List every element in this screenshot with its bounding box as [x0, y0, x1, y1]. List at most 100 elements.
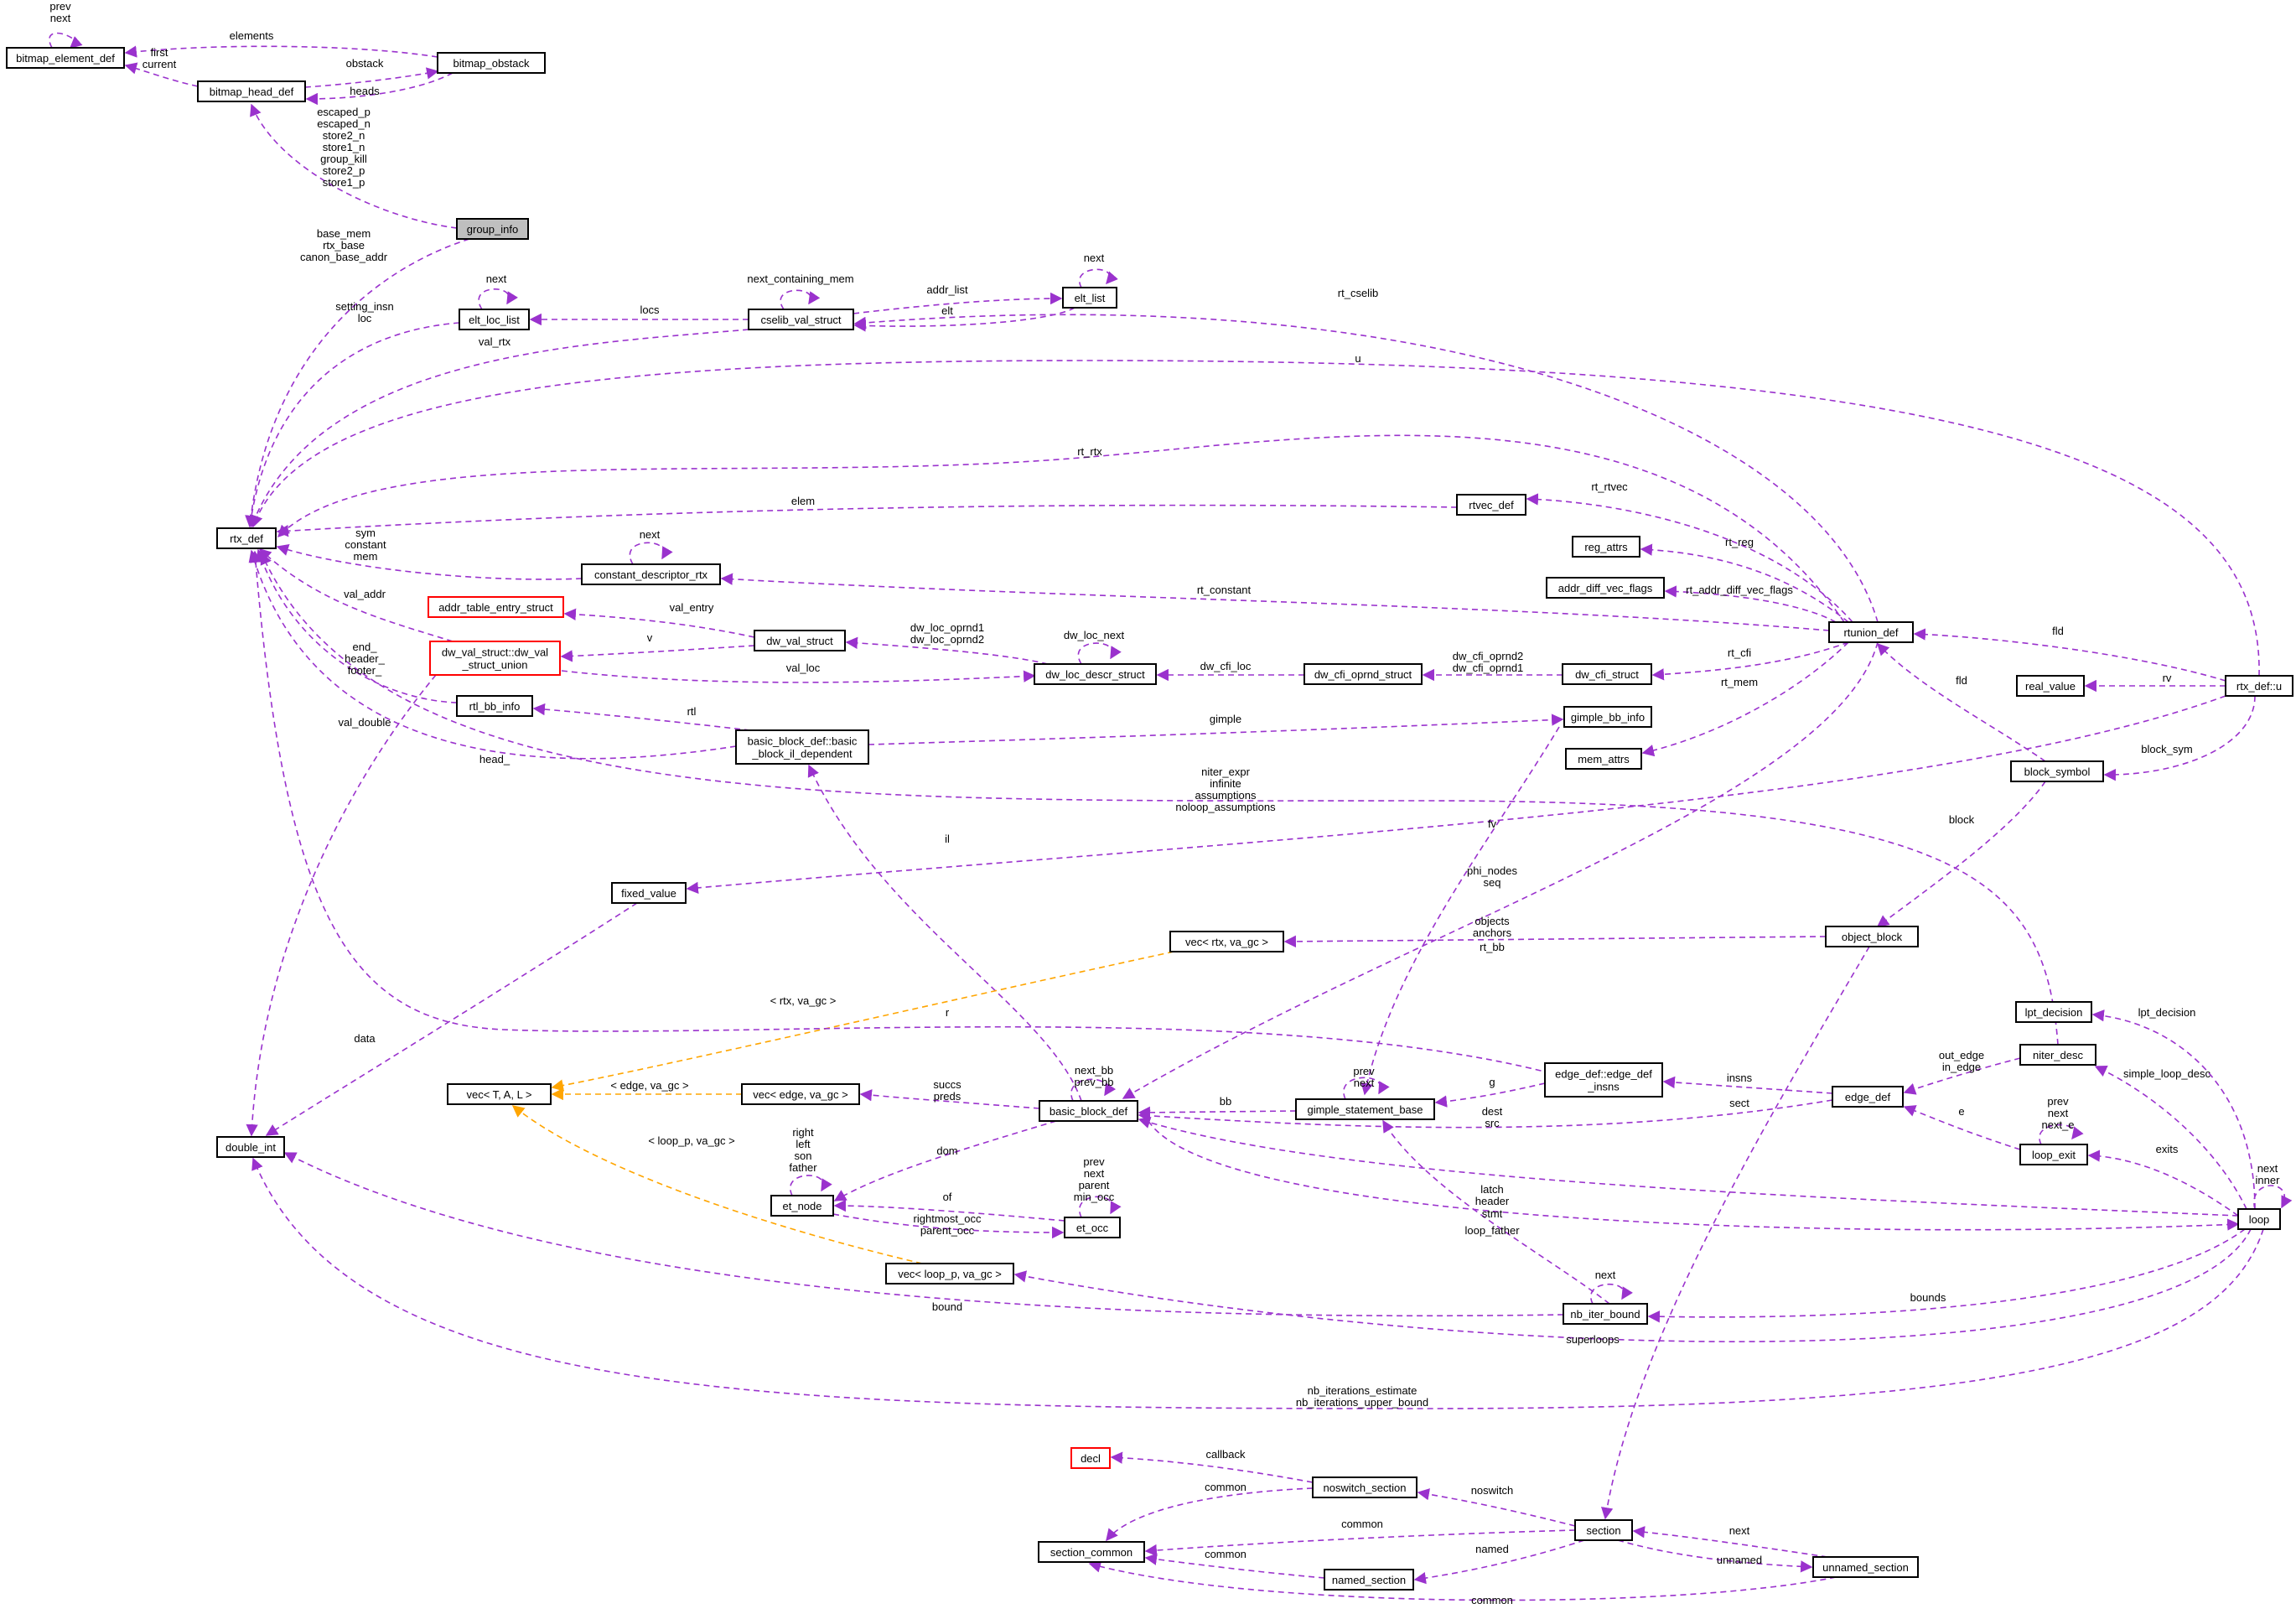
node-dw-cfi-oprnd-struct[interactable]: dw_cfi_oprnd_struct	[1303, 663, 1423, 685]
node-box-reg-attrs[interactable]	[1572, 536, 1640, 558]
node-edge-def-insns[interactable]: edge_def::edge_def_insns	[1544, 1062, 1663, 1098]
node-box-object-block[interactable]	[1825, 926, 1919, 947]
node-lpt-decision[interactable]: lpt_decision	[2015, 1001, 2092, 1023]
node-box-vec-edge[interactable]	[741, 1083, 860, 1105]
node-rtvec-def[interactable]: rtvec_def	[1456, 494, 1526, 516]
node-box-vec-rtx[interactable]	[1169, 931, 1284, 952]
node-box-dw-cfi-oprnd-struct[interactable]	[1303, 663, 1423, 685]
node-noswitch-section[interactable]: noswitch_section	[1312, 1476, 1418, 1498]
node-box-nb-iter-bound[interactable]	[1563, 1303, 1648, 1325]
node-nb-iter-bound[interactable]: nb_iter_bound	[1563, 1303, 1648, 1325]
node-box-rtx-def-u[interactable]	[2225, 675, 2293, 697]
node-elt-loc-list[interactable]: elt_loc_list	[459, 309, 530, 330]
node-box-bitmap-head-def[interactable]	[197, 80, 306, 102]
node-vec-T[interactable]: vec< T, A, L >	[447, 1083, 552, 1105]
node-box-group-info[interactable]	[456, 218, 529, 240]
node-loop[interactable]: loop	[2237, 1208, 2281, 1230]
node-box-dw-cfi-struct[interactable]	[1562, 663, 1652, 685]
node-constant-descriptor-rtx[interactable]: constant_descriptor_rtx	[581, 563, 721, 585]
node-box-gimple-statement-base[interactable]	[1295, 1098, 1435, 1120]
node-basic-block-def[interactable]: basic_block_def	[1039, 1100, 1138, 1122]
node-cselib-val-struct[interactable]: cselib_val_struct	[748, 309, 854, 330]
node-vec-rtx[interactable]: vec< rtx, va_gc >	[1169, 931, 1284, 952]
node-niter-desc[interactable]: niter_desc	[2019, 1044, 2096, 1066]
node-box-addr-diff-vec-flags[interactable]	[1546, 577, 1665, 599]
node-box-vec-loop-p[interactable]	[885, 1263, 1014, 1284]
node-vec-edge[interactable]: vec< edge, va_gc >	[741, 1083, 860, 1105]
node-object-block[interactable]: object_block	[1825, 926, 1919, 947]
node-box-lpt-decision[interactable]	[2015, 1001, 2092, 1023]
node-group-info[interactable]: group_info	[456, 218, 529, 240]
node-box-block-symbol[interactable]	[2010, 760, 2104, 782]
node-rtl-bb-info[interactable]: rtl_bb_info	[456, 695, 533, 717]
node-dw-val-struct-union[interactable]: dw_val_struct::dw_val_struct_union	[429, 641, 561, 676]
node-box-decl[interactable]	[1070, 1447, 1111, 1469]
node-basic-block-il[interactable]: basic_block_def::basic_block_il_dependen…	[735, 729, 869, 765]
node-box-rtl-bb-info[interactable]	[456, 695, 533, 717]
node-bitmap-obstack[interactable]: bitmap_obstack	[437, 52, 546, 74]
node-dw-val-struct[interactable]: dw_val_struct	[754, 630, 846, 651]
node-vec-loop-p[interactable]: vec< loop_p, va_gc >	[885, 1263, 1014, 1284]
node-box-elt-list[interactable]	[1062, 287, 1117, 309]
node-box-niter-desc[interactable]	[2019, 1044, 2096, 1066]
node-box-basic-block-def[interactable]	[1039, 1100, 1138, 1122]
node-box-bitmap-obstack[interactable]	[437, 52, 546, 74]
node-addr-diff-vec-flags[interactable]: addr_diff_vec_flags	[1546, 577, 1665, 599]
node-bitmap-head-def[interactable]: bitmap_head_def	[197, 80, 306, 102]
node-box-named-section[interactable]	[1324, 1569, 1414, 1591]
node-rtx-def-u[interactable]: rtx_def::u	[2225, 675, 2293, 697]
node-dw-cfi-struct[interactable]: dw_cfi_struct	[1562, 663, 1652, 685]
node-mem-attrs[interactable]: mem_attrs	[1565, 748, 1642, 770]
node-dw-loc-descr-struct[interactable]: dw_loc_descr_struct	[1034, 663, 1157, 685]
node-box-dw-val-struct-union[interactable]	[429, 641, 561, 676]
node-reg-attrs[interactable]: reg_attrs	[1572, 536, 1640, 558]
node-box-real-value[interactable]	[2016, 675, 2085, 697]
node-decl[interactable]: decl	[1070, 1447, 1111, 1469]
node-box-constant-descriptor-rtx[interactable]	[581, 563, 721, 585]
node-box-loop[interactable]	[2237, 1208, 2281, 1230]
node-box-vec-T[interactable]	[447, 1083, 552, 1105]
node-box-rtx-def[interactable]	[216, 527, 277, 549]
node-box-section-common[interactable]	[1038, 1541, 1145, 1563]
node-rtx-def[interactable]: rtx_def	[216, 527, 277, 549]
node-edge-def[interactable]: edge_def	[1832, 1086, 1904, 1108]
node-box-elt-loc-list[interactable]	[459, 309, 530, 330]
node-rtunion-def[interactable]: rtunion_def	[1828, 621, 1914, 643]
node-et-occ[interactable]: et_occ	[1064, 1217, 1121, 1238]
node-box-double-int[interactable]	[216, 1136, 285, 1158]
node-named-section[interactable]: named_section	[1324, 1569, 1414, 1591]
node-box-mem-attrs[interactable]	[1565, 748, 1642, 770]
node-box-rtunion-def[interactable]	[1828, 621, 1914, 643]
node-gimple-statement-base[interactable]: gimple_statement_base	[1295, 1098, 1435, 1120]
node-box-unnamed-section[interactable]	[1812, 1556, 1919, 1578]
node-box-basic-block-il[interactable]	[735, 729, 869, 765]
node-loop-exit[interactable]: loop_exit	[2019, 1144, 2088, 1165]
node-fixed-value[interactable]: fixed_value	[611, 882, 687, 904]
node-box-noswitch-section[interactable]	[1312, 1476, 1418, 1498]
node-box-addr-table-entry-struct[interactable]	[428, 596, 564, 618]
node-box-dw-val-struct[interactable]	[754, 630, 846, 651]
node-box-edge-def[interactable]	[1832, 1086, 1904, 1108]
node-et-node[interactable]: et_node	[770, 1195, 834, 1217]
node-bitmap-element-def[interactable]: bitmap_element_def	[6, 47, 125, 69]
node-box-cselib-val-struct[interactable]	[748, 309, 854, 330]
node-box-loop-exit[interactable]	[2019, 1144, 2088, 1165]
node-box-dw-loc-descr-struct[interactable]	[1034, 663, 1157, 685]
node-gimple-bb-info[interactable]: gimple_bb_info	[1563, 706, 1652, 728]
node-section[interactable]: section	[1574, 1519, 1633, 1541]
node-unnamed-section[interactable]: unnamed_section	[1812, 1556, 1919, 1578]
node-section-common[interactable]: section_common	[1038, 1541, 1145, 1563]
node-box-gimple-bb-info[interactable]	[1563, 706, 1652, 728]
node-box-fixed-value[interactable]	[611, 882, 687, 904]
node-elt-list[interactable]: elt_list	[1062, 287, 1117, 309]
node-real-value[interactable]: real_value	[2016, 675, 2085, 697]
node-block-symbol[interactable]: block_symbol	[2010, 760, 2104, 782]
node-box-section[interactable]	[1574, 1519, 1633, 1541]
node-box-rtvec-def[interactable]	[1456, 494, 1526, 516]
node-addr-table-entry-struct[interactable]: addr_table_entry_struct	[428, 596, 564, 618]
node-box-et-occ[interactable]	[1064, 1217, 1121, 1238]
node-double-int[interactable]: double_int	[216, 1136, 285, 1158]
node-box-et-node[interactable]	[770, 1195, 834, 1217]
node-box-edge-def-insns[interactable]	[1544, 1062, 1663, 1098]
node-box-bitmap-element-def[interactable]	[6, 47, 125, 69]
